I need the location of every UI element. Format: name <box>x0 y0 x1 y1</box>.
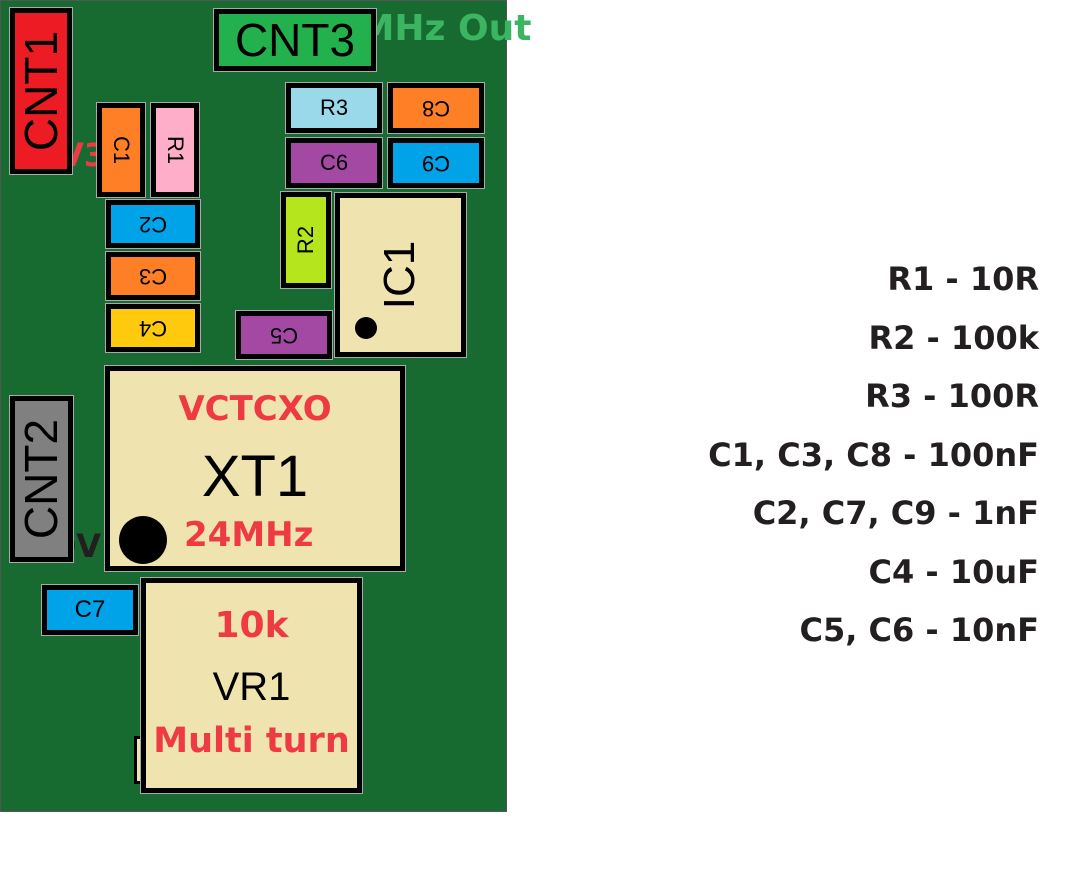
pcb-board: CNT1 CNT3 C1 R1 C2 C3 C4 R3 C8 C6 C9 R2 <box>0 0 507 812</box>
capacitor-c2: C2 <box>105 199 201 249</box>
r1-label: R1 <box>163 135 188 165</box>
bom-item: R2 - 100k <box>868 318 1039 357</box>
bom-item: R1 - 10R <box>887 260 1039 298</box>
bom-item: C4 - 10uF <box>868 552 1039 591</box>
bom-item: R3 - 100R <box>865 377 1039 415</box>
c9-label: C9 <box>421 151 451 176</box>
capacitor-c7: C7 <box>41 584 139 636</box>
vr1-value-label: 10k <box>214 605 289 646</box>
c6-label: C6 <box>319 150 349 175</box>
capacitor-c4: C4 <box>105 303 201 353</box>
cnt3-label: CNT3 <box>234 14 356 66</box>
cnt1-label: CNT1 <box>15 30 67 152</box>
r3-label: R3 <box>319 95 349 120</box>
cnt2-label: CNT2 <box>15 418 68 540</box>
c8-label: C8 <box>421 96 451 121</box>
output-title: 24MHz Out <box>308 8 532 49</box>
capacitor-c8: C8 <box>387 82 485 134</box>
c4-label: C4 <box>138 316 168 341</box>
ic1-label: IC1 <box>375 240 425 310</box>
bom-item: C2, C7, C9 - 1nF <box>752 494 1039 532</box>
capacitor-c5: C5 <box>235 310 333 360</box>
connector-cnt2: CNT2 <box>9 395 74 563</box>
capacitor-c9: C9 <box>387 137 485 189</box>
pin1-marker-icon <box>119 516 167 564</box>
capacitor-c3: C3 <box>105 251 201 301</box>
crystal-oscillator-xt1: VCTCXO XT1 24MHz <box>104 365 406 572</box>
bill-of-materials: R1 - 10R R2 - 100k R3 - 100R C1, C3, C8 … <box>708 250 1039 660</box>
c3-label: C3 <box>138 264 168 289</box>
c7-label: C7 <box>74 596 106 623</box>
bom-item: C1, C3, C8 - 100nF <box>708 435 1039 474</box>
bom-item: C5, C6 - 10nF <box>799 611 1039 649</box>
xt1-frequency-label: 24MHz <box>184 515 314 555</box>
c5-label: C5 <box>269 323 299 348</box>
resistor-r2: R2 <box>280 191 332 289</box>
resistor-r1: R1 <box>150 102 200 198</box>
c2-label: C2 <box>138 212 168 237</box>
capacitor-c1: C1 <box>96 102 146 198</box>
connector-cnt1: CNT1 <box>9 7 73 175</box>
xt1-ref-label: XT1 <box>201 444 309 509</box>
ic1: IC1 <box>334 192 467 358</box>
connector-cnt3: CNT3 <box>213 8 377 72</box>
trimmer-vr1: 10k VR1 Multi turn <box>140 577 363 794</box>
r2-label: R2 <box>293 225 318 255</box>
xt1-type-label: VCTCXO <box>178 389 332 429</box>
capacitor-c6: C6 <box>285 137 383 189</box>
vr1-type-label: Multi turn <box>153 721 350 761</box>
resistor-r3: R3 <box>285 82 383 134</box>
pin1-marker-icon <box>355 317 377 339</box>
vr1-ref-label: VR1 <box>212 665 291 709</box>
c1-label: C1 <box>109 135 134 165</box>
